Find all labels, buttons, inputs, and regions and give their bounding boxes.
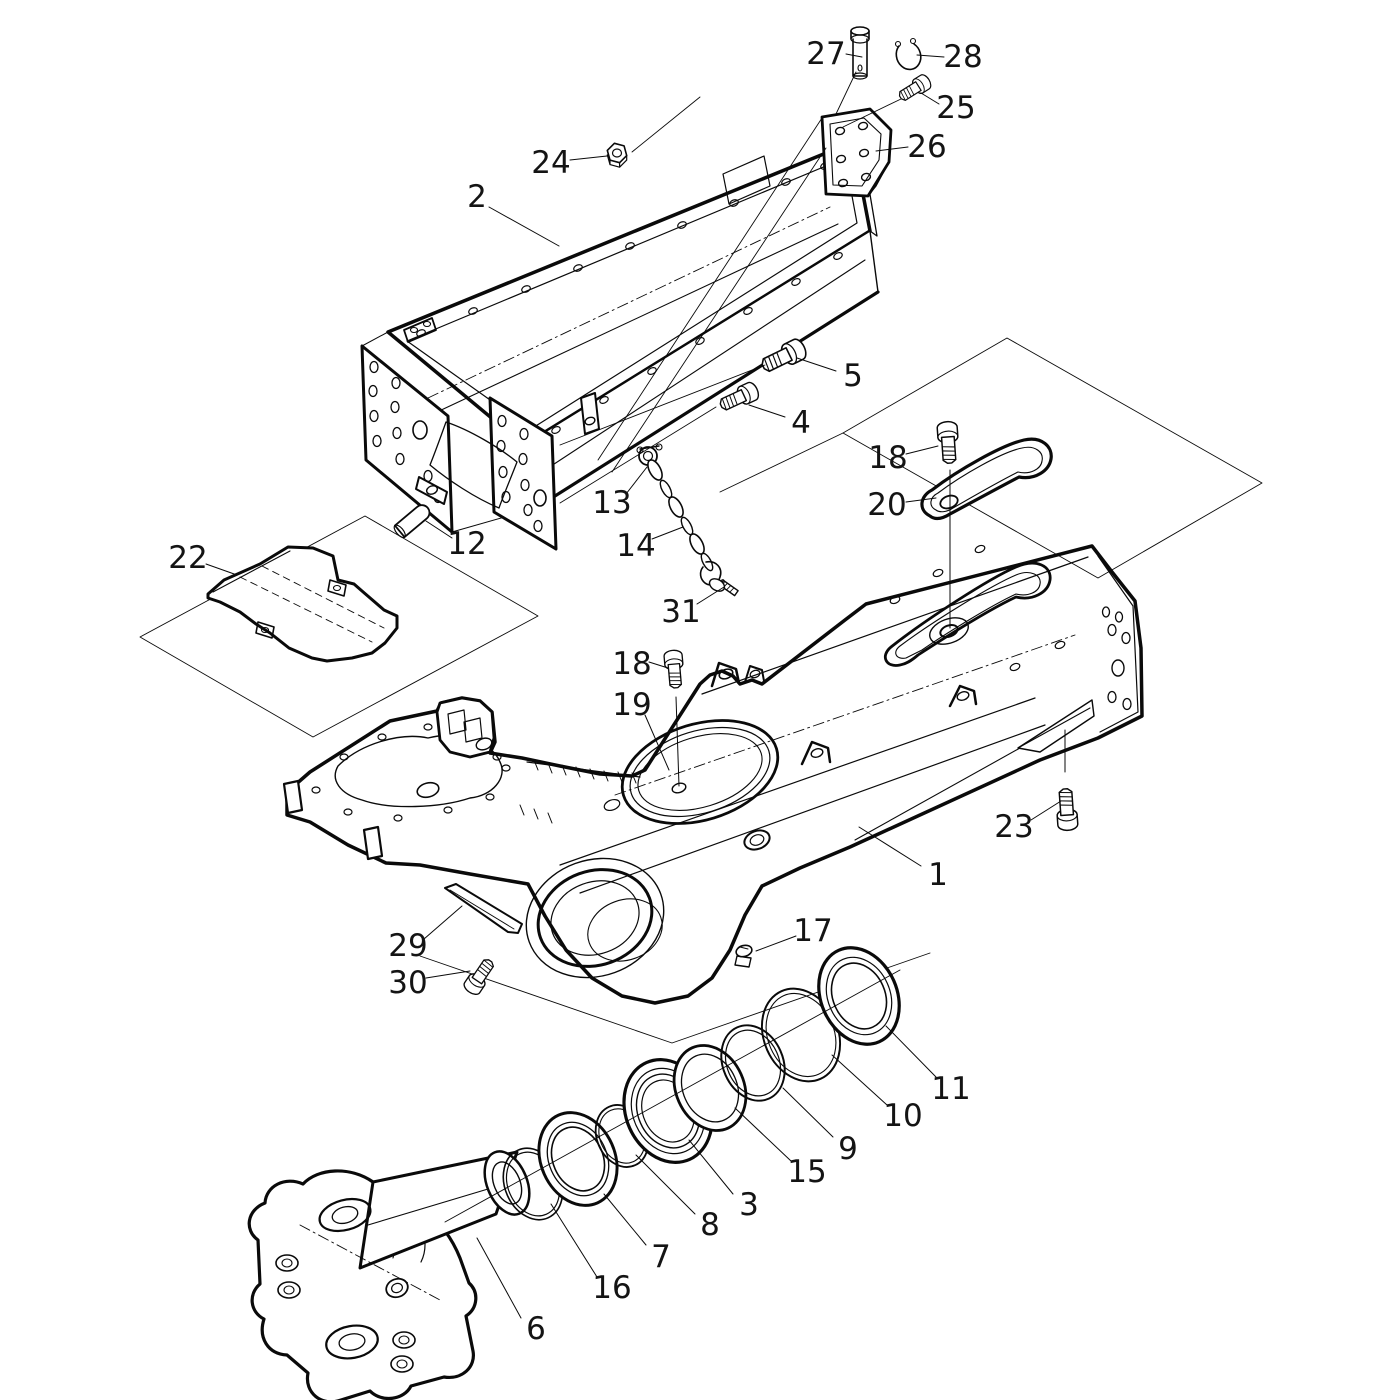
callout-label-24: 24: [531, 145, 570, 181]
callout-label-10: 10: [883, 1098, 922, 1134]
callout-leader-30: [425, 970, 471, 979]
part-1-main-frame: [282, 544, 1144, 1005]
callout-label-17: 17: [793, 913, 832, 949]
ring-axis-line: [444, 969, 901, 1223]
part-26-bracket: [820, 107, 893, 198]
callout-label-31: 31: [661, 594, 700, 630]
callout-leader-10: [831, 1054, 888, 1106]
callout-label-1: 1: [928, 857, 948, 893]
callout-leader-17: [755, 935, 797, 952]
callout-leader-7: [603, 1193, 647, 1246]
part-18-bolt-center: [662, 648, 686, 690]
callout-label-8: 8: [700, 1207, 720, 1243]
part-20-cover-plate: [920, 437, 1053, 521]
callout-label-26: 26: [907, 129, 946, 165]
callout-leader-2: [488, 206, 560, 247]
callout-label-4: 4: [791, 405, 811, 441]
part-18-bolt-right: [936, 420, 961, 465]
callout-leader-27: [845, 53, 863, 58]
callout-leader-5: [796, 357, 837, 372]
part-24-nut: [606, 142, 628, 168]
part-2-upper-frame: [360, 140, 880, 551]
part-15-seal-ring: [672, 1044, 748, 1132]
callout-label-28: 28: [943, 39, 982, 75]
callout-label-25: 25: [936, 90, 975, 126]
part-6-pivot-housing: [247, 1150, 531, 1400]
callout-label-27: 27: [806, 36, 845, 72]
part-30-bolt: [461, 955, 499, 998]
callout-leader-18: [648, 661, 669, 669]
callout-leader-18: [905, 445, 939, 455]
frame-axle-bore: [525, 857, 665, 979]
callout-label-18: 18: [612, 646, 651, 682]
callout-leader-28: [916, 54, 945, 58]
part-27-clevis-pin: [850, 26, 870, 80]
callout-leader-13: [625, 466, 648, 495]
part-22-guard-plate: [206, 545, 399, 663]
part-23-bolt: [1054, 787, 1079, 832]
callout-label-14: 14: [616, 528, 655, 564]
callout-label-3: 3: [739, 1187, 759, 1223]
part-29-strip: [444, 883, 523, 934]
part-12-pin: [393, 504, 431, 539]
callout-label-9: 9: [838, 1131, 858, 1167]
part-14-chain: [647, 459, 726, 592]
callout-leader-23: [1030, 800, 1062, 821]
callout-label-30: 30: [388, 965, 427, 1001]
callout-label-7: 7: [651, 1239, 671, 1275]
callout-label-2: 2: [467, 179, 487, 215]
part-17-plug: [734, 944, 753, 968]
callout-leader-25: [920, 92, 940, 105]
part-28-ring-clip: [894, 37, 922, 71]
frame-teardrop-emboss: [883, 561, 1052, 667]
callout-leader-19: [644, 714, 670, 771]
callout-leader-3: [688, 1139, 734, 1195]
callout-leader-26: [875, 146, 909, 152]
callout-label-12: 12: [447, 526, 486, 562]
callout-label-15: 15: [787, 1154, 826, 1190]
callout-leader-29: [423, 905, 463, 940]
callout-leader-12: [425, 520, 453, 539]
callout-label-13: 13: [592, 485, 631, 521]
callout-leader-11: [885, 1025, 937, 1078]
frame-opening-19: [620, 719, 780, 825]
part-9-ring: [720, 1024, 786, 1102]
callout-label-16: 16: [592, 1270, 631, 1306]
callout-label-19: 19: [612, 687, 651, 723]
callout-leader-20: [905, 497, 937, 503]
callout-label-6: 6: [526, 1311, 546, 1347]
callout-leader-4: [748, 404, 786, 418]
callout-leader-15: [734, 1107, 792, 1162]
part-11-bearing-cup: [817, 946, 901, 1046]
callout-label-18: 18: [868, 440, 907, 476]
projection-lines-over: [559, 71, 1066, 787]
callout-leader-9: [782, 1087, 834, 1138]
part-25-bolt: [895, 72, 934, 105]
callout-label-22: 22: [168, 540, 207, 576]
callout-leader-24: [569, 155, 608, 161]
callout-leader-8: [635, 1154, 696, 1215]
callout-leader-22: [205, 563, 238, 576]
callout-leader-16: [550, 1203, 598, 1278]
callout-label-20: 20: [867, 487, 906, 523]
callout-leader-31: [696, 586, 725, 605]
callout-label-5: 5: [843, 358, 863, 394]
callout-label-23: 23: [994, 809, 1033, 845]
callout-leader-1: [858, 826, 922, 867]
callout-label-29: 29: [388, 928, 427, 964]
callout-leader-6: [476, 1237, 522, 1319]
callout-label-11: 11: [931, 1071, 970, 1107]
part-7-seal: [537, 1111, 619, 1207]
callout-leader-14: [651, 526, 684, 540]
